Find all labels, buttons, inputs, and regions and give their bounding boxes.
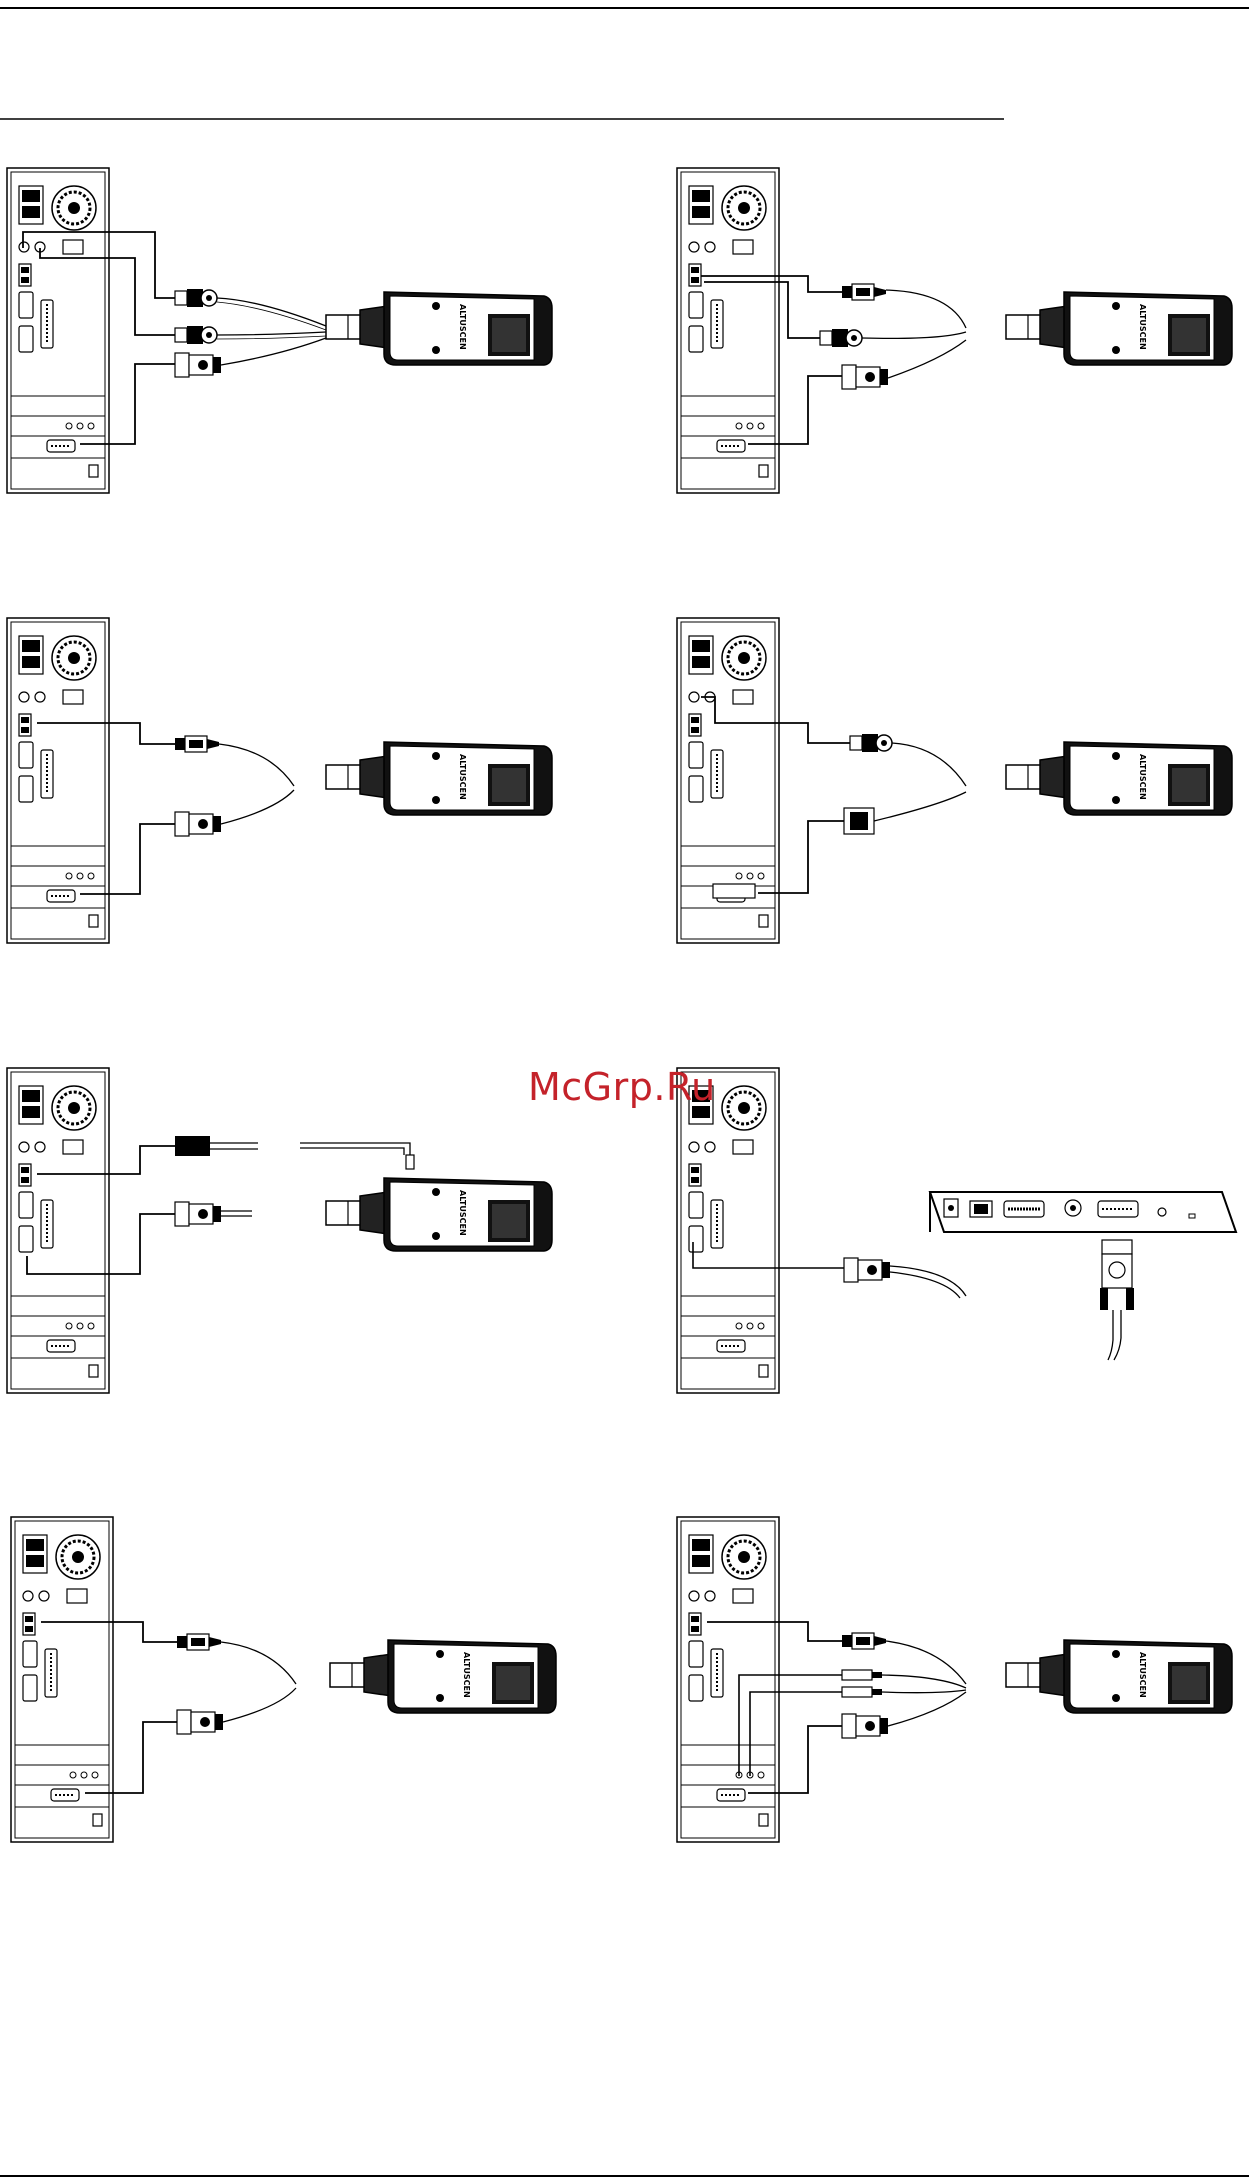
- diagram-usb-aux-power: [7, 1068, 552, 1393]
- diagram-ps2-dvi: [677, 618, 1232, 943]
- diagram-usb-ps2-mix: [677, 168, 1232, 493]
- diagram-usb-2: [11, 1517, 556, 1842]
- diagram-serial: [677, 1068, 1236, 1393]
- watermark-text: McGrp.Ru: [528, 1065, 716, 1109]
- diagram-usb: [7, 618, 552, 943]
- diagram-ps2: [7, 168, 552, 493]
- diagram-usb-audio: [677, 1517, 1232, 1842]
